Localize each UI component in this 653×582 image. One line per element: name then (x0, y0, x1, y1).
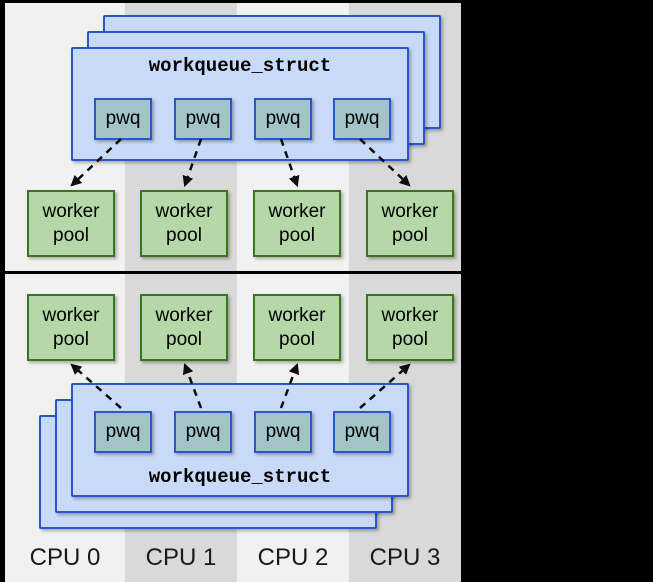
bottom-pwq-label-1: pwq (185, 421, 221, 442)
top-worker-pool-label-1-line2: pool (166, 224, 202, 246)
top-worker-pool-box-3: worker pool (366, 190, 454, 257)
cpu-label-2: CPU 2 (257, 544, 329, 571)
bottom-workqueue-struct-label: workqueue_struct (148, 466, 332, 488)
top-pwq-label-0: pwq (105, 108, 141, 129)
top-pwq-box-0: pwq (94, 98, 152, 140)
top-pwq-label-1: pwq (185, 108, 221, 129)
cpu-label-3: CPU 3 (369, 544, 441, 571)
top-worker-pool-label-2-line2: pool (279, 224, 315, 246)
bottom-pwq-label-3: pwq (344, 421, 380, 442)
top-worker-pool-label-2-line1: worker (268, 200, 326, 222)
bottom-pwq-label-0: pwq (105, 421, 141, 442)
top-worker-pool-label-3-line2: pool (392, 224, 428, 246)
section-divider-line (5, 271, 461, 274)
bottom-worker-pool-label-2-line1: worker (268, 304, 326, 326)
bottom-worker-pool-label-1-line2: pool (166, 328, 202, 350)
top-pwq-box-2: pwq (254, 98, 312, 140)
bottom-pwq-label-2: pwq (265, 421, 301, 442)
bottom-worker-pool-box-3: worker pool (366, 294, 454, 361)
top-worker-pool-label-0-line1: worker (42, 200, 100, 222)
bottom-worker-pool-label-0-line1: worker (42, 304, 100, 326)
bottom-pwq-box-3: pwq (333, 411, 391, 453)
cpu-label-1: CPU 1 (145, 544, 217, 571)
top-pwq-label-2: pwq (265, 108, 301, 129)
top-worker-pool-label-1-line1: worker (155, 200, 213, 222)
bottom-worker-pool-box-2: worker pool (253, 294, 341, 361)
top-worker-pool-label-0-line2: pool (53, 224, 89, 246)
cpu-label-0: CPU 0 (29, 544, 101, 571)
bottom-worker-pool-label-3-line1: worker (381, 304, 439, 326)
bottom-pwq-box-1: pwq (174, 411, 232, 453)
top-workqueue-stack-front: workqueue_struct pwq pwq pwq pwq (71, 47, 409, 161)
bottom-worker-pool-box-1: worker pool (140, 294, 228, 361)
top-worker-pool-box-0: worker pool (27, 190, 115, 257)
top-pwq-box-3: pwq (333, 98, 391, 140)
top-worker-pool-box-2: worker pool (253, 190, 341, 257)
bottom-worker-pool-label-1-line1: worker (155, 304, 213, 326)
top-workqueue-struct-label: workqueue_struct (148, 55, 332, 77)
top-pwq-box-1: pwq (174, 98, 232, 140)
bottom-pwq-box-2: pwq (254, 411, 312, 453)
top-pwq-label-3: pwq (344, 108, 380, 129)
bottom-worker-pool-box-0: worker pool (27, 294, 115, 361)
top-worker-pool-label-3-line1: worker (381, 200, 439, 222)
bottom-worker-pool-label-0-line2: pool (53, 328, 89, 350)
bottom-worker-pool-label-2-line2: pool (279, 328, 315, 350)
bottom-workqueue-stack-front: pwq pwq pwq pwq workqueue_struct (71, 383, 409, 497)
top-worker-pool-box-1: worker pool (140, 190, 228, 257)
bottom-worker-pool-label-3-line2: pool (392, 328, 428, 350)
bottom-pwq-box-0: pwq (94, 411, 152, 453)
diagram-content: CPU 0 CPU 1 CPU 2 CPU 3 workqueue_struct… (5, 3, 461, 582)
